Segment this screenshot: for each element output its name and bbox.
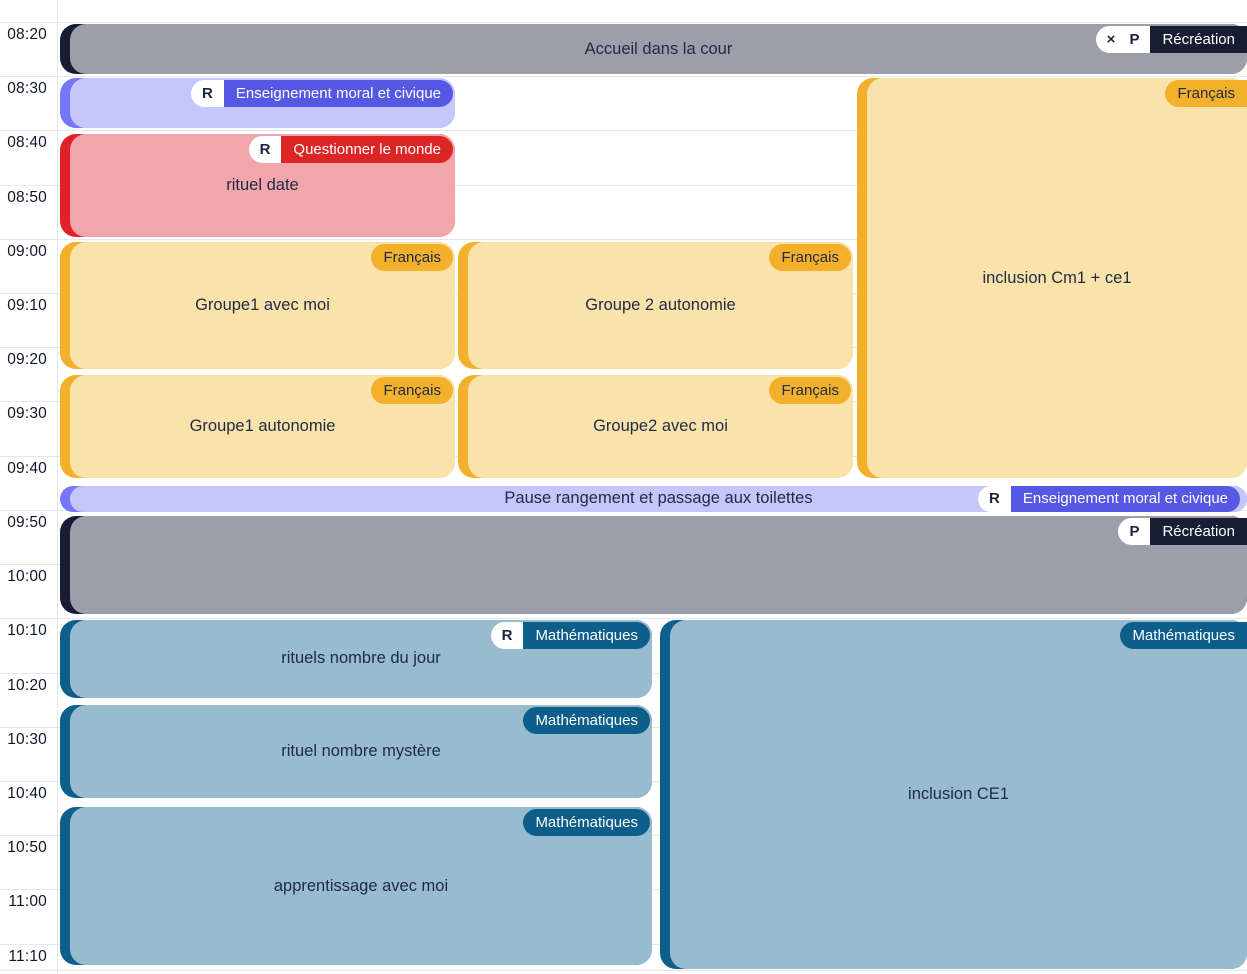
badge-subject-label: Mathématiques	[1120, 622, 1247, 650]
event-groupe1-autonomie[interactable]: Groupe1 autonomie Français	[60, 375, 455, 479]
badge-subject-label: Français	[769, 243, 851, 271]
badge-subject-label: Récréation	[1150, 26, 1247, 53]
badge-subject-label: Questionner le monde	[281, 135, 453, 163]
time-label: 08:40	[7, 134, 47, 152]
subject-badge[interactable]: Français	[769, 243, 851, 271]
grid-line	[0, 618, 1247, 620]
subject-badge[interactable]: Français	[371, 243, 453, 271]
time-label: 09:30	[7, 405, 47, 423]
badge-letter-pill[interactable]: R	[490, 622, 524, 650]
badge-subject-label: Français	[1165, 80, 1247, 108]
event-rituel-date[interactable]: rituel date R Questionner le monde	[60, 133, 455, 237]
event-body: inclusion CE1	[670, 620, 1247, 969]
grid-line	[0, 130, 1247, 132]
event-groupe1-avec-moi[interactable]: Groupe1 avec moi Français	[60, 241, 455, 369]
time-label: 08:30	[7, 80, 47, 98]
badge-subject-label: Français	[371, 377, 453, 405]
subject-badge[interactable]: R Mathématiques	[490, 622, 650, 650]
badge-letter-pill[interactable]: R	[191, 80, 224, 108]
subject-badge[interactable]: R Enseignement moral et civique	[191, 80, 453, 108]
event-title: Accueil dans la cour	[584, 39, 733, 58]
badge-subject-label: Enseignement moral et civique	[1010, 485, 1240, 512]
time-label: 08:20	[7, 26, 47, 43]
badge-letter[interactable]: P	[1129, 31, 1140, 48]
badge-letter[interactable]: R	[202, 85, 213, 103]
time-label: 10:00	[7, 568, 47, 586]
badge-subject-label: Mathématiques	[523, 808, 650, 836]
event-body	[70, 516, 1247, 614]
time-label: 10:30	[7, 730, 47, 748]
subject-badge[interactable]: Mathématiques	[523, 706, 650, 734]
badge-subject-label: Mathématiques	[523, 706, 650, 734]
subject-badge[interactable]: P Récréation	[1118, 518, 1247, 546]
event-groupe2-avec-moi[interactable]: Groupe2 avec moi Français	[458, 375, 853, 479]
event-pause-rangement[interactable]: Pause rangement et passage aux toilettes…	[60, 485, 1247, 512]
time-label: 09:00	[7, 242, 47, 260]
time-label: 09:20	[7, 351, 47, 369]
event-recreation-matin[interactable]: P Récréation	[60, 516, 1247, 614]
grid-line	[0, 970, 1247, 971]
badge-letter[interactable]: ×	[1106, 31, 1116, 48]
badge-letter[interactable]: R	[989, 490, 1000, 508]
event-apprentissage-avec-moi[interactable]: apprentissage avec moi Mathématiques	[60, 806, 652, 966]
event-groupe2-autonomie[interactable]: Groupe 2 autonomie Français	[458, 241, 853, 369]
event-inclusion-cm1[interactable]: inclusion Cm1 + ce1 Français	[857, 78, 1247, 479]
event-title: rituel date	[226, 175, 299, 194]
subject-badge[interactable]: Français	[371, 377, 453, 405]
subject-badge[interactable]: R Enseignement moral et civique	[978, 485, 1240, 512]
badge-subject-label: Mathématiques	[523, 622, 650, 650]
time-label: 08:50	[7, 188, 47, 206]
event-title: Groupe1 autonomie	[189, 417, 336, 436]
event-rituels-nombre-du-jour[interactable]: rituels nombre du jour R Mathématiques	[60, 620, 652, 698]
badge-letter[interactable]: R	[259, 140, 271, 158]
time-label: 09:10	[7, 297, 47, 315]
subject-badge[interactable]: Français	[1165, 80, 1247, 108]
time-label: 11:10	[8, 947, 47, 965]
badge-letter-pill[interactable]: R	[248, 135, 282, 163]
grid-line	[0, 22, 1247, 23]
grid-line	[0, 184, 1247, 186]
time-label: 10:40	[7, 784, 47, 802]
event-title: Groupe2 avec moi	[593, 417, 728, 436]
badge-subject-label: Récréation	[1150, 518, 1247, 546]
time-label: 11:00	[8, 893, 47, 911]
subject-badge[interactable]: R Questionner le monde	[248, 135, 453, 163]
event-title: inclusion CE1	[908, 784, 1009, 803]
grid-line	[0, 238, 1247, 240]
event-body: inclusion Cm1 + ce1	[867, 78, 1247, 479]
badge-letter-pill[interactable]: R	[978, 485, 1011, 512]
event-title: Groupe1 avec moi	[195, 295, 330, 314]
time-label: 10:10	[7, 622, 47, 640]
time-label: 09:50	[7, 513, 47, 531]
subject-badge[interactable]: Mathématiques	[1120, 622, 1247, 650]
badge-letter[interactable]: P	[1129, 523, 1140, 541]
badge-letter-pill[interactable]: P	[1118, 518, 1151, 546]
event-emc-matin[interactable]: R Enseignement moral et civique	[60, 78, 455, 128]
event-body: Accueil dans la cour	[70, 24, 1247, 75]
event-title: inclusion Cm1 + ce1	[982, 268, 1132, 287]
badge-letter-pill[interactable]: ×P	[1095, 26, 1151, 53]
grid-line	[0, 76, 1247, 78]
event-title: rituel nombre mystère	[281, 742, 441, 761]
badge-letter[interactable]: R	[501, 627, 513, 645]
event-title: rituels nombre du jour	[281, 649, 441, 668]
event-inclusion-ce1[interactable]: inclusion CE1 Mathématiques	[660, 620, 1247, 969]
time-label: 10:20	[7, 676, 47, 694]
badge-subject-label: Enseignement moral et civique	[223, 80, 453, 108]
time-label: 09:40	[7, 459, 47, 477]
time-label: 10:50	[7, 839, 47, 857]
event-rituel-nombre-mystere[interactable]: rituel nombre mystère Mathématiques	[60, 704, 652, 799]
gutter-divider	[57, 0, 58, 974]
subject-badge[interactable]: Français	[769, 377, 851, 405]
event-title: apprentissage avec moi	[273, 876, 449, 895]
event-title: Pause rangement et passage aux toilettes	[504, 489, 813, 508]
badge-subject-label: Français	[371, 243, 453, 271]
badge-subject-label: Français	[769, 377, 851, 405]
event-title: Groupe 2 autonomie	[585, 295, 736, 314]
subject-badge[interactable]: Mathématiques	[523, 808, 650, 836]
